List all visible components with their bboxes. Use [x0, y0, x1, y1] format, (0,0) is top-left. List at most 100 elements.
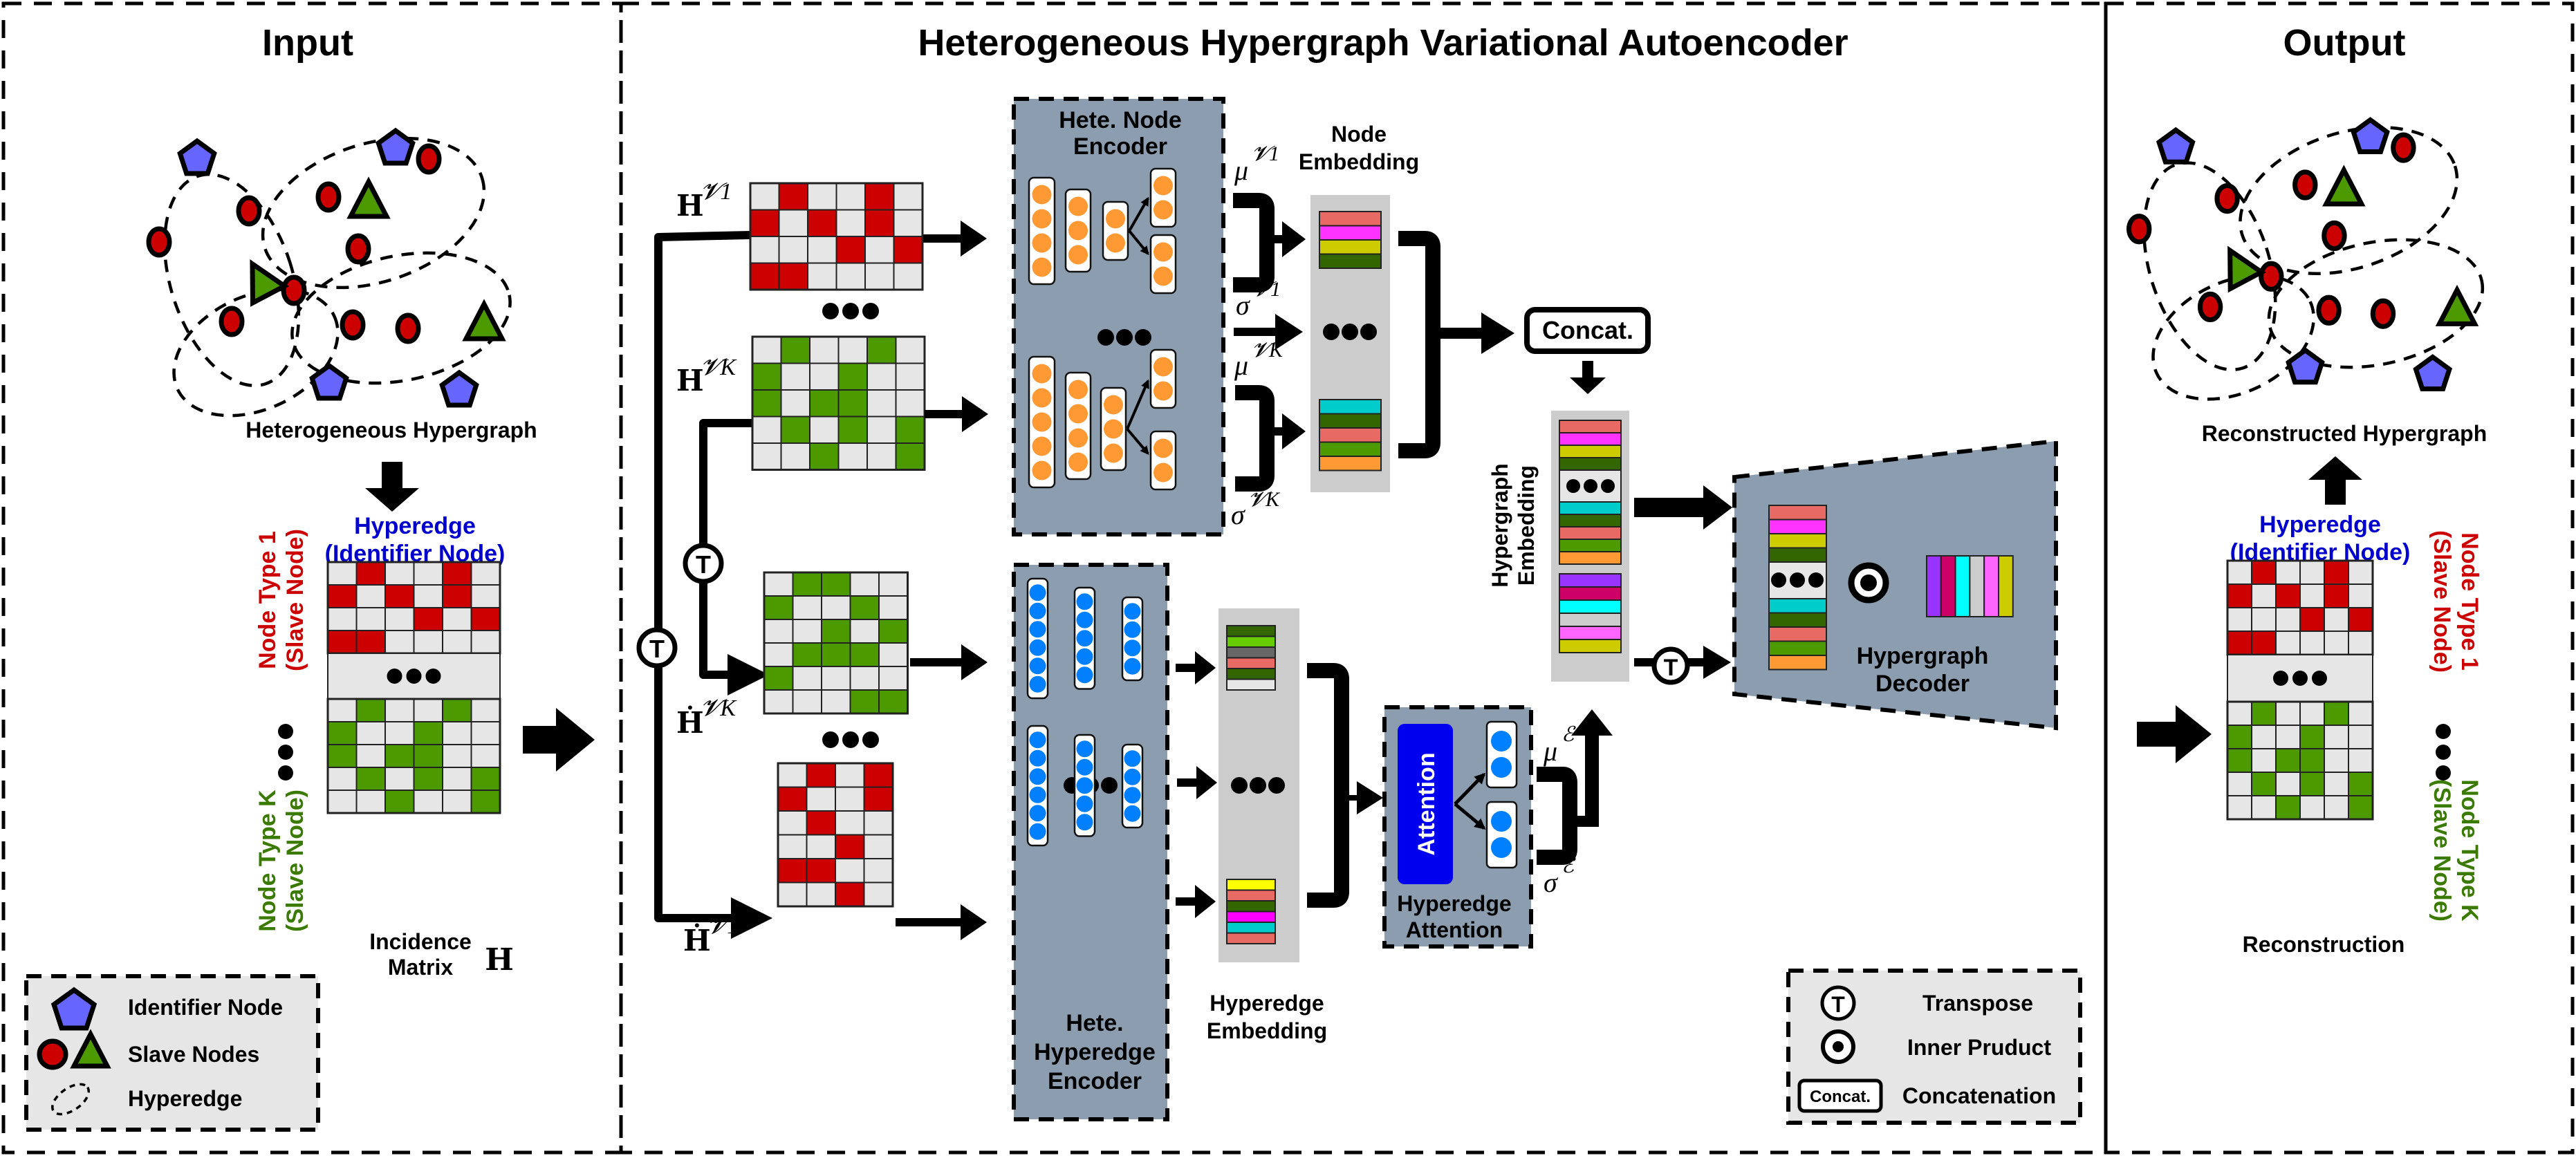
typeK-cell: [355, 698, 386, 722]
output-hypergraph-label: Reconstructed Hypergraph: [2202, 421, 2487, 446]
htv1-cell: [835, 763, 865, 788]
identifier-node: [2286, 347, 2325, 385]
hv1-cell: [778, 236, 808, 264]
type1-cell: [355, 561, 386, 586]
hvk-cell: [867, 336, 897, 364]
htv1-cell: [806, 786, 836, 812]
embedding-dots: [1323, 324, 1377, 340]
slave-node-circle: [395, 312, 421, 344]
type1-cell: [384, 584, 415, 608]
htvk-cell: [763, 689, 794, 714]
type1-cell: [384, 630, 415, 654]
neuron: [1124, 805, 1141, 822]
neuron: [1068, 452, 1088, 472]
typeK-cell: [413, 767, 443, 791]
mu-v1-label: μ𝓥1: [1234, 142, 1279, 186]
typeK-cell: [2299, 795, 2325, 820]
htvk-cell: [763, 619, 794, 644]
htvk-cell: [849, 595, 880, 620]
typeK-cell: [2348, 725, 2373, 749]
type1-cell: [355, 607, 386, 631]
typeK-cell: [2348, 795, 2373, 820]
neuron: [1068, 221, 1088, 241]
slave-node-circle: [146, 226, 172, 258]
output-type1-label: Node Type 1 (Slave Node): [2429, 530, 2483, 673]
hvk-cell: [895, 389, 925, 418]
transpose-icon: T: [1651, 646, 1690, 685]
hvk-cell: [780, 336, 810, 364]
hv1-cell: [778, 209, 808, 237]
svg-text:Embedding: Embedding: [1514, 465, 1539, 586]
transpose-icon: T: [683, 543, 724, 584]
dec-emb-stripe: [1768, 547, 1827, 563]
svg-text:ℰ: ℰ: [1562, 723, 1576, 746]
svg-text:Inner Pruduct: Inner Pruduct: [1907, 1035, 2051, 1060]
svg-text:(Slave Node): (Slave Node): [282, 529, 308, 671]
svg-text:T: T: [649, 635, 665, 663]
type1-cell: [413, 630, 443, 654]
type1-cell: [2251, 560, 2277, 585]
neuron: [1153, 176, 1173, 196]
typeK-cell: [442, 721, 472, 745]
htv1-cell: [863, 834, 893, 859]
hvk-cell: [752, 442, 782, 471]
svg-text:Encoder: Encoder: [1073, 133, 1167, 160]
edge-emb-stripe: [1226, 657, 1276, 669]
typeK-cell: [2275, 772, 2301, 796]
typeK-cell: [2251, 795, 2277, 820]
neuron: [1068, 245, 1088, 265]
up-arrow: [2308, 456, 2362, 505]
htvk-cell: [792, 689, 822, 714]
output-title: Output: [2283, 22, 2406, 64]
hvk-cell: [809, 336, 840, 364]
inner-product-icon: [1848, 562, 1889, 604]
htvk-cell: [878, 666, 909, 691]
htvk-cell: [878, 619, 909, 644]
type1-cell: [2299, 560, 2325, 585]
htv1-cell: [863, 763, 893, 788]
identifier-node: [439, 369, 479, 408]
svg-text:H: H: [676, 189, 704, 223]
input-type1-label: Node Type 1 (Slave Node): [254, 529, 308, 671]
typeK-cell: [470, 744, 501, 768]
type1-cell: [413, 584, 443, 608]
typeK-cell: [2227, 748, 2252, 773]
neuron: [1076, 740, 1093, 758]
typeK-cell: [442, 744, 472, 768]
typeK-cell: [384, 721, 415, 745]
svg-text:Concatenation: Concatenation: [1902, 1083, 2056, 1108]
hvk-cell: [752, 389, 782, 418]
hyperedge-embedding-top: [1226, 625, 1276, 691]
typeK-cell: [2251, 772, 2277, 796]
arrow-e-up: [1570, 709, 1613, 827]
hyperedge-embedding-bottom: [1226, 879, 1276, 944]
svg-text:Hyperedge: Hyperedge: [1397, 891, 1511, 916]
htvk-cell: [763, 642, 794, 667]
type1-cell: [2275, 607, 2301, 632]
brace-node-embeddings: [1398, 231, 1440, 458]
slave-node-triangle: [2322, 165, 2366, 207]
circle-icon: [37, 1038, 68, 1070]
hvk-cell: [809, 442, 840, 471]
hvk-cell: [895, 362, 925, 391]
typeK-cell: [2227, 795, 2252, 820]
hete-hyperedge-encoder: Hete. Hyperedge Encoder: [1012, 563, 1169, 1121]
embedding-dots: [1231, 777, 1285, 794]
svg-text:Concat.: Concat.: [1542, 316, 1633, 344]
slave-node-circle: [2316, 295, 2342, 326]
htv1-cell: [835, 858, 865, 884]
type1-cell: [2227, 607, 2252, 632]
node-emb-stripe: [1319, 225, 1382, 241]
hv1-cell: [750, 183, 780, 211]
svg-text:Node Type K: Node Type K: [254, 790, 281, 932]
input-typeK-label: Node Type K (Slave Node): [254, 790, 308, 932]
arrow-edge-enc-mid: [1177, 766, 1217, 799]
dec-emb-stripe: [1768, 612, 1827, 628]
hg-emb-stripe: [1559, 420, 1622, 433]
hg-emb-stripe: [1559, 539, 1622, 552]
arrow-edge-enc-top: [1176, 651, 1216, 684]
htvk-cell: [878, 689, 909, 714]
svg-text:μ: μ: [1234, 350, 1248, 381]
hv1-cell: [864, 183, 895, 211]
input-hypergraph-label: Heterogeneous Hypergraph: [245, 418, 537, 442]
